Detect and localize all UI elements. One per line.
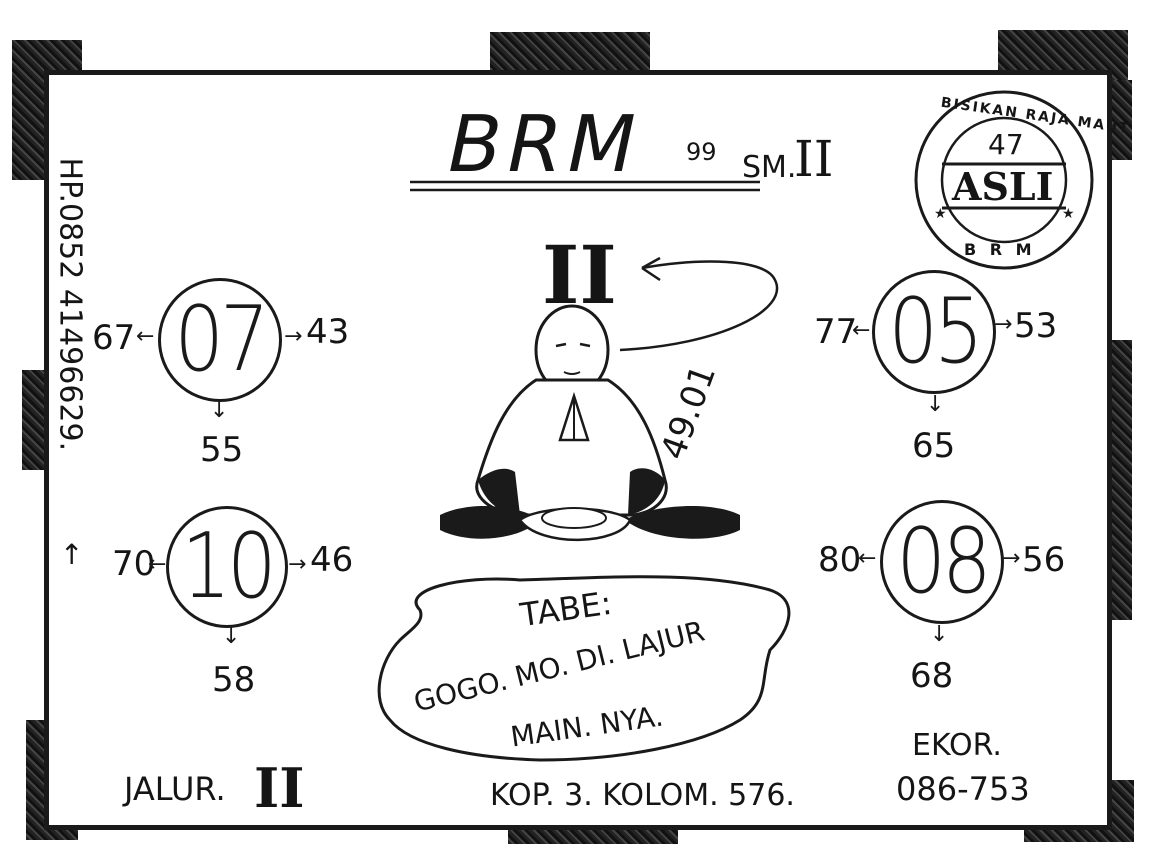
arrow-down-icon: ↓ <box>222 624 241 649</box>
circle-right: 53 <box>1014 306 1058 346</box>
circle-left: 70 <box>112 544 156 584</box>
circle-right: 43 <box>306 312 350 352</box>
arrow-down-icon: ↓ <box>930 622 949 647</box>
jalur-numeral: II <box>254 756 305 820</box>
arrow-right-icon: → <box>284 324 303 349</box>
arrow-right-icon: → <box>288 552 307 577</box>
stamp-number: 47 <box>988 128 1024 161</box>
ekor-label: EKOR. <box>912 728 1002 763</box>
arrow-down-icon: ↓ <box>926 392 945 417</box>
arrow-left-icon: ← <box>136 324 155 349</box>
jalur-label: JALUR. <box>124 770 226 808</box>
circle-left: 67 <box>92 318 136 358</box>
arrow-right-icon: → <box>1002 546 1021 571</box>
ekor-value: 086-753 <box>896 770 1030 808</box>
circle-center: 08 <box>896 510 991 614</box>
arrow-up-icon: ↑ <box>60 538 84 571</box>
number-circle: 10 <box>166 506 288 628</box>
arrow-down-icon: ↓ <box>210 398 229 423</box>
svg-text:★: ★ <box>1062 206 1075 222</box>
arrow-left-icon: ← <box>852 318 871 343</box>
number-circle: 08 <box>880 500 1004 624</box>
arrow-left-icon: ← <box>858 546 877 571</box>
scan-edge-left-mid <box>22 370 48 470</box>
circle-bottom: 55 <box>200 430 244 470</box>
number-circle: 07 <box>158 278 282 402</box>
scan-edge-top-center <box>490 32 650 74</box>
scan-edge-right <box>1110 80 1132 160</box>
circle-center: 07 <box>174 288 269 392</box>
circle-right: 56 <box>1022 540 1066 580</box>
kop-kolom: KOP. 3. KOLOM. 576. <box>490 778 795 813</box>
circle-left: 77 <box>814 312 858 352</box>
arrow-right-icon: → <box>994 312 1013 337</box>
circle-center: 10 <box>181 515 276 619</box>
arrow-left-icon: ← <box>148 552 167 577</box>
circle-left: 80 <box>818 540 862 580</box>
sm-numeral: II <box>794 130 834 188</box>
stamp-bottom: B R M <box>964 240 1036 259</box>
circle-center: 05 <box>888 280 983 384</box>
sm-label: SM. <box>742 150 797 185</box>
scan-edge-right-mid <box>1112 340 1132 620</box>
brm-superscript: 99 <box>686 138 717 166</box>
circle-bottom: 68 <box>910 656 954 696</box>
stamp: ★ ★ BISIKAN RAJA MAUT 47 ASLI B R M <box>912 88 1131 272</box>
circle-bottom: 58 <box>212 660 256 700</box>
svg-text:★: ★ <box>934 206 947 222</box>
circle-bottom: 65 <box>912 426 956 466</box>
number-circle: 05 <box>872 270 996 394</box>
circle-right: 46 <box>310 540 354 580</box>
stamp-center: ASLI <box>952 164 1054 209</box>
